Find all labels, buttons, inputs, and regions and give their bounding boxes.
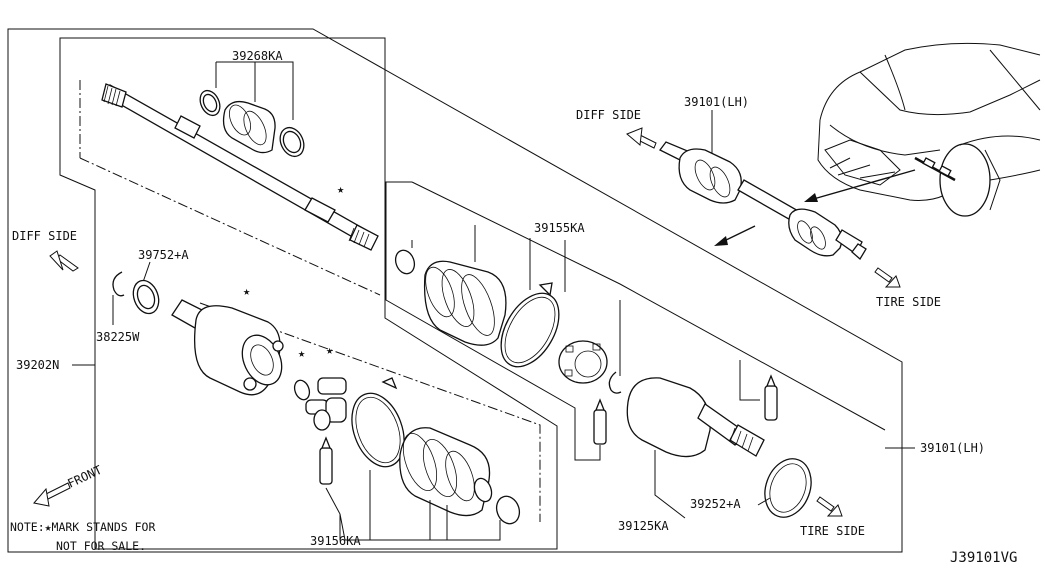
label-39156KA: 39156KA — [310, 534, 361, 548]
arrow-diff-side-right — [626, 127, 657, 149]
star-tripod: ★ — [326, 343, 333, 357]
label-38225W: 38225W — [96, 330, 140, 344]
clamp-tab-a — [381, 377, 398, 390]
leader-39156KA-e — [325, 487, 341, 515]
snap-ring-outer — [608, 371, 622, 394]
ball-cage — [558, 340, 608, 384]
label-39101LH-right: 39101(LH) — [920, 441, 985, 455]
leader-39155KA-f — [739, 360, 760, 401]
star-shaft: ★ — [337, 182, 344, 196]
star-housing: ★ — [243, 284, 250, 298]
grease-tube-inner — [319, 436, 333, 485]
outer-boot — [423, 260, 507, 346]
outer-cv-joint — [626, 377, 765, 458]
seal-39752A-inner — [136, 284, 156, 310]
outer-frame — [7, 28, 903, 553]
outer-joint-box-left — [385, 181, 576, 452]
label-39101LH-top: 39101(LH) — [684, 95, 749, 109]
label-39252A: 39252+A — [690, 497, 741, 511]
star-snapring: ★ — [298, 346, 305, 360]
section-line-a — [79, 157, 381, 296]
outer-joint-box — [411, 181, 886, 431]
leader-39156KA — [339, 513, 501, 541]
drive-shaft — [101, 83, 379, 251]
arrow-diff-side-left — [49, 250, 79, 272]
leader-39252A — [757, 497, 771, 506]
section-line-c — [199, 302, 541, 522]
front-label: FRONT — [65, 463, 104, 491]
drive-shaft-assembly — [659, 141, 867, 261]
label-39125KA: 39125KA — [618, 519, 669, 533]
arrow-tire-side-top — [874, 267, 901, 288]
arrow-location — [714, 225, 756, 246]
clamp-inner-small — [495, 495, 521, 525]
leader-39125KA-b — [654, 450, 686, 519]
vehicle-sketch — [817, 42, 1041, 217]
arrow-vehicle-pointer — [804, 169, 916, 202]
tire-side-bottom-label: TIRE SIDE — [800, 524, 865, 538]
arrow-tire-side-bottom — [816, 496, 843, 517]
sensor-ring-39252A-in — [769, 463, 807, 513]
diff-side-right-label: DIFF SIDE — [576, 108, 641, 122]
grease-tube-outer-a — [593, 398, 607, 445]
sensor-ring-39252A — [764, 458, 812, 518]
leader-39268KA — [216, 61, 294, 120]
leader-39125KA — [574, 445, 601, 461]
label-39155KA: 39155KA — [534, 221, 585, 235]
label-39268KA: 39268KA — [232, 49, 283, 63]
tire-side-top-label: TIRE SIDE — [876, 295, 941, 309]
shaft-box-frame — [59, 37, 558, 550]
diff-side-left-label: DIFF SIDE — [12, 229, 77, 243]
clamp-outer-large-in — [504, 296, 556, 364]
inner-joint-housing — [171, 299, 284, 396]
clamp-tab-b — [538, 282, 553, 297]
note-line-1: NOTE:★MARK STANDS FOR — [10, 520, 155, 534]
snap-ring-38225W — [112, 271, 125, 297]
clamp-outer-small — [394, 249, 416, 275]
diagram-code: J39101VG — [950, 550, 1017, 566]
grease-tube-outer-b — [764, 374, 778, 421]
clamp-inner-large-in — [355, 396, 401, 464]
label-39202N: 39202N — [16, 358, 59, 372]
tripod-spider — [305, 377, 347, 431]
snap-ring-small — [293, 379, 311, 401]
label-39752A: 39752+A — [138, 248, 189, 262]
inner-boot — [399, 427, 493, 517]
note-line-2: NOT FOR SALE. — [56, 539, 146, 553]
boot-kit-39268KA — [199, 89, 305, 158]
arrow-front — [33, 482, 71, 507]
